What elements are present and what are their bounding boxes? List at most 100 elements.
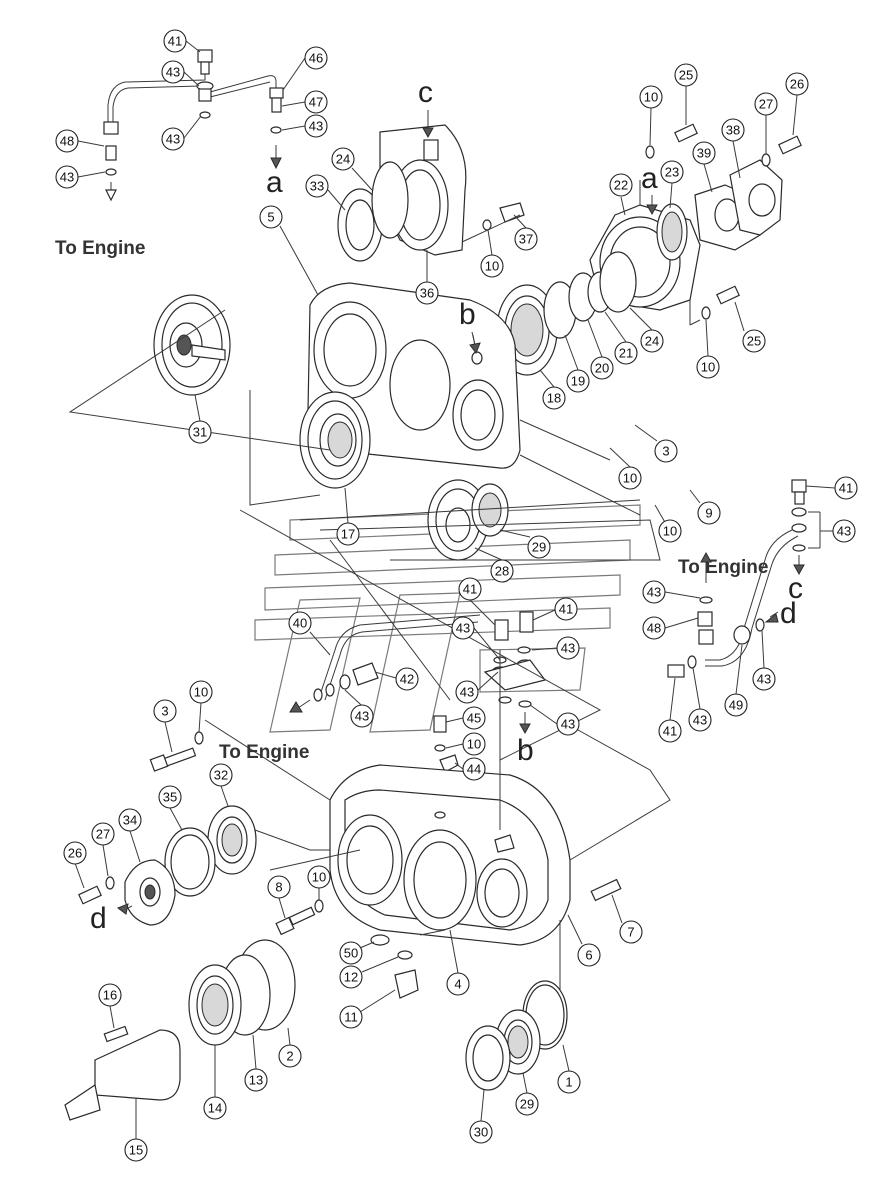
callout-41: 41 (163, 29, 187, 53)
callout-2: 2 (278, 1044, 302, 1068)
svg-text:43: 43 (460, 685, 474, 700)
callout-43: 43 (556, 636, 580, 660)
svg-text:43: 43 (456, 621, 470, 636)
callout-22: 22 (609, 173, 633, 197)
svg-text:45: 45 (467, 711, 481, 726)
callout-48: 48 (55, 129, 79, 153)
svg-text:43: 43 (561, 717, 575, 732)
assembly-guide-lines (68, 309, 671, 990)
svg-text:35: 35 (163, 790, 177, 805)
svg-text:23: 23 (665, 165, 679, 180)
svg-text:43: 43 (837, 524, 851, 539)
callout-36: 36 (415, 281, 439, 305)
callout-6: 6 (577, 943, 601, 967)
reference-markers: a a b b c c d d (90, 76, 803, 935)
bottom-right-seals (465, 980, 568, 1091)
svg-text:42: 42 (400, 672, 414, 687)
callouts: 41 43 46 43 47 43 48 43 24 33 36 10 37 5… (55, 29, 858, 1162)
callout-28: 28 (490, 559, 514, 583)
callout-10: 10 (462, 732, 486, 756)
svg-text:3: 3 (161, 704, 168, 719)
to-engine-label-right: To Engine (678, 557, 768, 578)
callout-10: 10 (696, 355, 720, 379)
ref-d-left: d (90, 902, 107, 935)
callout-31: 31 (188, 420, 212, 444)
svg-text:9: 9 (705, 506, 712, 521)
svg-text:26: 26 (790, 77, 804, 92)
svg-text:43: 43 (166, 65, 180, 80)
svg-text:39: 39 (697, 146, 711, 161)
svg-text:47: 47 (309, 95, 323, 110)
top-cover-assembly (337, 124, 525, 262)
svg-text:50: 50 (344, 946, 358, 961)
svg-text:31: 31 (193, 425, 207, 440)
svg-text:10: 10 (644, 90, 658, 105)
callout-43: 43 (556, 712, 580, 736)
callout-43: 43 (642, 580, 666, 604)
left-cover-parts (78, 731, 324, 936)
callout-33: 33 (305, 174, 329, 198)
callout-3: 3 (153, 699, 177, 723)
svg-text:27: 27 (759, 97, 773, 112)
callout-13: 13 (244, 1068, 268, 1092)
callout-37: 37 (514, 227, 538, 251)
to-engine-label-middle: To Engine (219, 742, 309, 763)
svg-text:8: 8 (275, 880, 282, 895)
svg-text:5: 5 (267, 210, 274, 225)
callout-43: 43 (451, 616, 475, 640)
callout-20: 20 (590, 356, 614, 380)
svg-text:10: 10 (194, 685, 208, 700)
callout-24: 24 (331, 147, 355, 171)
callout-21: 21 (614, 341, 638, 365)
callout-4: 4 (446, 972, 470, 996)
svg-text:41: 41 (839, 481, 853, 496)
svg-text:1: 1 (565, 1075, 572, 1090)
svg-text:10: 10 (663, 524, 677, 539)
callout-49: 49 (724, 693, 748, 717)
svg-text:41: 41 (168, 34, 182, 49)
svg-text:13: 13 (249, 1073, 263, 1088)
callout-27: 27 (754, 92, 778, 116)
right-oil-line (667, 479, 807, 678)
callout-10: 10 (639, 85, 663, 109)
callout-43: 43 (455, 680, 479, 704)
shaft-bearings-set (496, 251, 637, 376)
bottom-shaft-assembly (64, 939, 296, 1121)
callout-29: 29 (527, 535, 551, 559)
callout-40: 40 (288, 611, 312, 635)
callout-27: 27 (91, 822, 115, 846)
svg-text:25: 25 (679, 68, 693, 83)
callout-38: 38 (721, 118, 745, 142)
svg-text:41: 41 (559, 602, 573, 617)
callout-43: 43 (832, 519, 856, 543)
gear-31 (153, 294, 231, 396)
upper-case-plate (307, 282, 521, 469)
callout-43: 43 (304, 114, 328, 138)
callout-10: 10 (618, 466, 642, 490)
svg-text:43: 43 (355, 709, 369, 724)
svg-text:6: 6 (585, 948, 592, 963)
svg-text:10: 10 (312, 870, 326, 885)
callout-11: 11 (339, 1005, 363, 1029)
svg-text:19: 19 (571, 374, 585, 389)
callout-43: 43 (161, 127, 185, 151)
svg-text:10: 10 (485, 259, 499, 274)
callout-26: 26 (63, 841, 87, 865)
svg-text:7: 7 (627, 925, 634, 940)
callout-19: 19 (566, 369, 590, 393)
svg-text:36: 36 (420, 286, 434, 301)
svg-text:27: 27 (96, 827, 110, 842)
callout-10: 10 (658, 519, 682, 543)
svg-text:29: 29 (532, 540, 546, 555)
svg-text:10: 10 (623, 471, 637, 486)
callout-43: 43 (161, 60, 185, 84)
ref-c-right: c (788, 572, 803, 605)
lower-misc-parts (370, 878, 622, 999)
middle-oil-line (289, 614, 481, 713)
top-left-oil-line (103, 49, 284, 202)
to-engine-label-top: To Engine (55, 238, 145, 259)
svg-text:16: 16 (103, 988, 117, 1003)
svg-text:22: 22 (614, 178, 628, 193)
callout-43: 43 (752, 667, 776, 691)
